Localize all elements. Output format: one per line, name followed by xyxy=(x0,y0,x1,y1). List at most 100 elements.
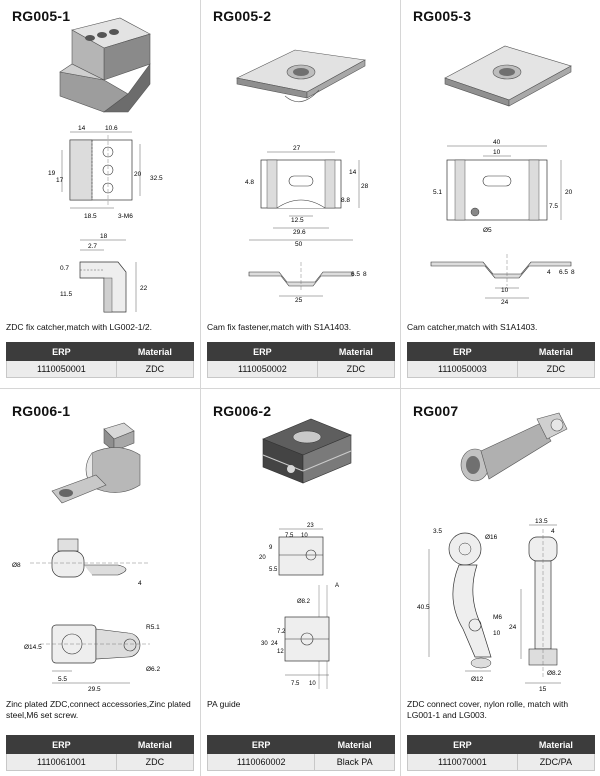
dimension-label: 5.1 xyxy=(433,189,442,196)
dimension-label: 8 xyxy=(571,269,575,276)
dimension-label: 10 xyxy=(493,149,501,156)
erp-value: 1110061001 xyxy=(6,753,117,771)
product-model: RG007 xyxy=(413,403,459,419)
dimension-label: 8.8 xyxy=(341,197,350,204)
dimension-label: 4 xyxy=(547,269,551,276)
erp-header: ERP xyxy=(407,342,518,361)
erp-header: ERP xyxy=(206,735,316,754)
material-header: Material xyxy=(115,735,195,754)
product-description: Zinc plated ZDC,connect accessories,Zinc… xyxy=(6,699,191,720)
erp-header: ERP xyxy=(6,735,117,754)
product-card-rg007: 3.5 Ø16 40.5 M6 10 Ø12 13.5 4 24 Ø8.2 15… xyxy=(400,388,600,776)
erp-value: 1110050003 xyxy=(407,360,518,378)
material-header: Material xyxy=(316,342,396,361)
dimension-label: Ø8.2 xyxy=(297,599,311,605)
erp-header: ERP xyxy=(407,735,518,754)
dimension-label: 5.5 xyxy=(269,567,278,573)
product-description: PA guide xyxy=(207,699,241,709)
dimension-label: 7.5 xyxy=(291,681,300,687)
dimension-label: 7.5 xyxy=(285,533,294,539)
dimension-label: 12 xyxy=(277,649,284,655)
material-header: Material xyxy=(516,735,596,754)
product-illustration: 40 10 5.1 20 7.5 Ø5 4 6.5 8 10 24 xyxy=(430,45,575,306)
dimension-label: 29.6 xyxy=(293,229,306,236)
product-description: ZDC fix catcher,match with LG002-1/2. xyxy=(6,322,152,332)
dimension-label: 7.5 xyxy=(549,203,558,210)
dimension-label: 24 xyxy=(271,641,278,647)
material-header: Material xyxy=(516,342,596,361)
dimension-label: 25 xyxy=(295,297,303,304)
product-model: RG005-3 xyxy=(413,8,472,24)
dimension-label: 6.5 xyxy=(559,269,568,276)
dimension-label: 20 xyxy=(259,555,266,561)
dimension-label: 13.5 xyxy=(535,518,548,525)
material-value: ZDC/PA xyxy=(516,753,596,771)
product-description: Cam fix fastener,match with S1A1403. xyxy=(207,322,352,332)
erp-value: 1110050002 xyxy=(207,360,318,378)
product-model: RG005-1 xyxy=(12,8,71,24)
material-value: Black PA xyxy=(314,753,395,771)
erp-header: ERP xyxy=(6,342,117,361)
dimension-label: 3.5 xyxy=(433,528,442,535)
dimension-label: R5.1 xyxy=(146,624,160,631)
product-card-rg005-1: 14 10.6 19 17 20 32.5 18.5 3-M6 18 2.7 0… xyxy=(0,0,200,388)
dimension-label: 4.8 xyxy=(245,179,254,186)
product-card-rg005-2: 27 4.8 14 28 8.8 12.5 29.6 50 6.5 8 25 R… xyxy=(200,0,400,388)
erp-header: ERP xyxy=(207,342,318,361)
erp-value: 1110050001 xyxy=(6,360,117,378)
product-card-rg006-2: 23 7.5 10 20 9 5.5 A Ø8.2 30 24 7.2 12 7… xyxy=(200,388,400,776)
dimension-label: 19 xyxy=(48,170,56,177)
dimension-label: 30 xyxy=(261,641,268,647)
dimension-label: 17 xyxy=(56,177,64,184)
product-card-rg005-3: 40 10 5.1 20 7.5 Ø5 4 6.5 8 10 24 RG005-… xyxy=(400,0,600,388)
dimension-label: 14 xyxy=(349,169,357,176)
dimension-label: Ø8.2 xyxy=(547,670,561,677)
dimension-label: 7.2 xyxy=(277,629,286,635)
erp-value: 1110070001 xyxy=(407,753,518,771)
dimension-label: Ø8 xyxy=(12,562,21,569)
dimension-label: 3-M6 xyxy=(118,213,133,220)
dimension-label: 50 xyxy=(295,241,303,248)
product-model: RG006-1 xyxy=(12,403,71,419)
dimension-label: 4 xyxy=(138,580,142,587)
product-model: RG006-2 xyxy=(213,403,272,419)
dimension-label: 10 xyxy=(501,287,509,294)
material-header: Material xyxy=(115,342,195,361)
dimension-label: Ø12 xyxy=(471,676,484,683)
material-value: ZDC xyxy=(115,753,195,771)
dimension-label: Ø16 xyxy=(485,534,498,541)
material-header: Material xyxy=(314,735,395,754)
dimension-label: 20 xyxy=(565,189,573,196)
material-value: ZDC xyxy=(115,360,195,378)
dimension-label: 18 xyxy=(100,233,108,240)
dimension-label: A xyxy=(335,583,339,589)
dimension-label: 40 xyxy=(493,139,501,146)
dimension-label: 28 xyxy=(361,183,369,190)
dimension-label: 10 xyxy=(309,681,316,687)
dimension-label: 10 xyxy=(493,630,501,637)
dimension-label: 2.7 xyxy=(88,243,97,250)
dimension-label: 22 xyxy=(140,285,148,292)
dimension-label: 24 xyxy=(501,299,509,306)
dimension-label: 12.5 xyxy=(291,217,304,224)
dimension-label: 5.5 xyxy=(58,676,67,683)
dimension-label: 10.6 xyxy=(105,125,118,132)
dimension-label: 0.7 xyxy=(60,265,69,272)
material-value: ZDC xyxy=(516,360,596,378)
dimension-label: 20 xyxy=(134,171,142,178)
dimension-label: Ø5 xyxy=(483,227,492,234)
dimension-label: 9 xyxy=(269,545,273,551)
dimension-label: 8 xyxy=(363,271,367,278)
dimension-label: Ø6.2 xyxy=(146,666,160,673)
dimension-label: 4 xyxy=(551,528,555,535)
erp-value: 1110060002 xyxy=(206,753,316,771)
dimension-label: 29.5 xyxy=(88,686,101,693)
dimension-label: 24 xyxy=(509,624,517,631)
dimension-label: 15 xyxy=(539,686,547,693)
dimension-label: 10 xyxy=(301,533,308,539)
dimension-label: 23 xyxy=(307,523,314,529)
